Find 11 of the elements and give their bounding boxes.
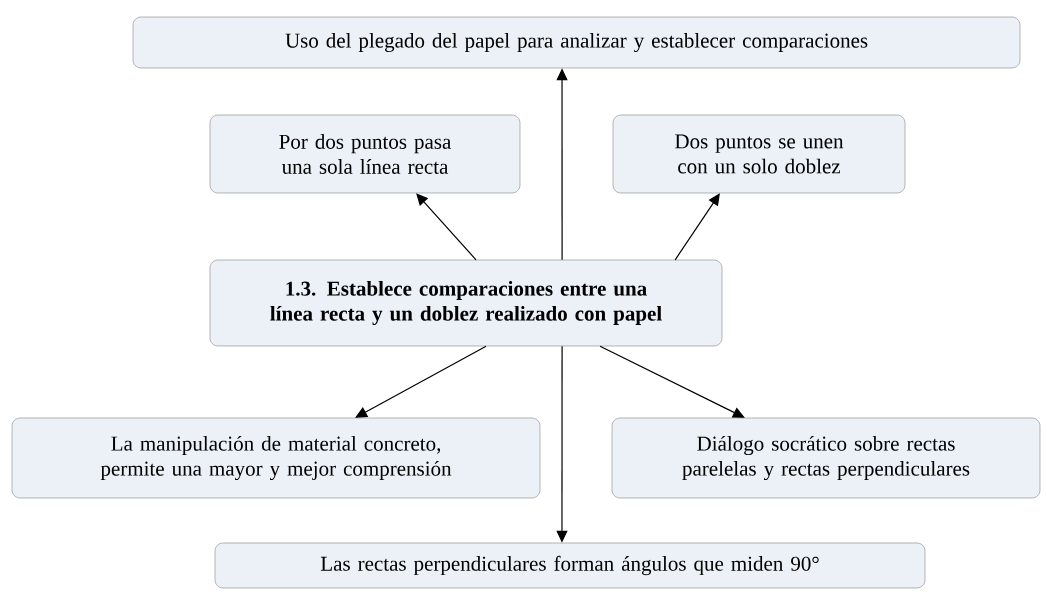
concept-box: Dos puntos se unen con un solo doblez <box>612 114 906 194</box>
arrow <box>416 193 477 261</box>
arrow <box>674 193 720 261</box>
concept-box: Diálogo socrático sobre rectas parelelas y rectas perpendiculares <box>611 417 1041 499</box>
concept-box: La manipulación de material concreto, permite una mayor y mejor comprensión <box>11 417 541 499</box>
arrow <box>599 345 745 418</box>
concept-box: Por dos puntos pasa una sola línea recta <box>209 114 521 194</box>
arrow <box>355 345 487 418</box>
concept-box: Uso del plegado del papel para analizar y establecer comparaciones <box>132 16 1021 69</box>
concept-box: Las rectas perpendiculares forman ángulos que miden 90° <box>214 542 926 589</box>
topic-box: 1.3. Establece comparaciones entre una línea recta y un doblez realizado con papel <box>209 259 723 347</box>
